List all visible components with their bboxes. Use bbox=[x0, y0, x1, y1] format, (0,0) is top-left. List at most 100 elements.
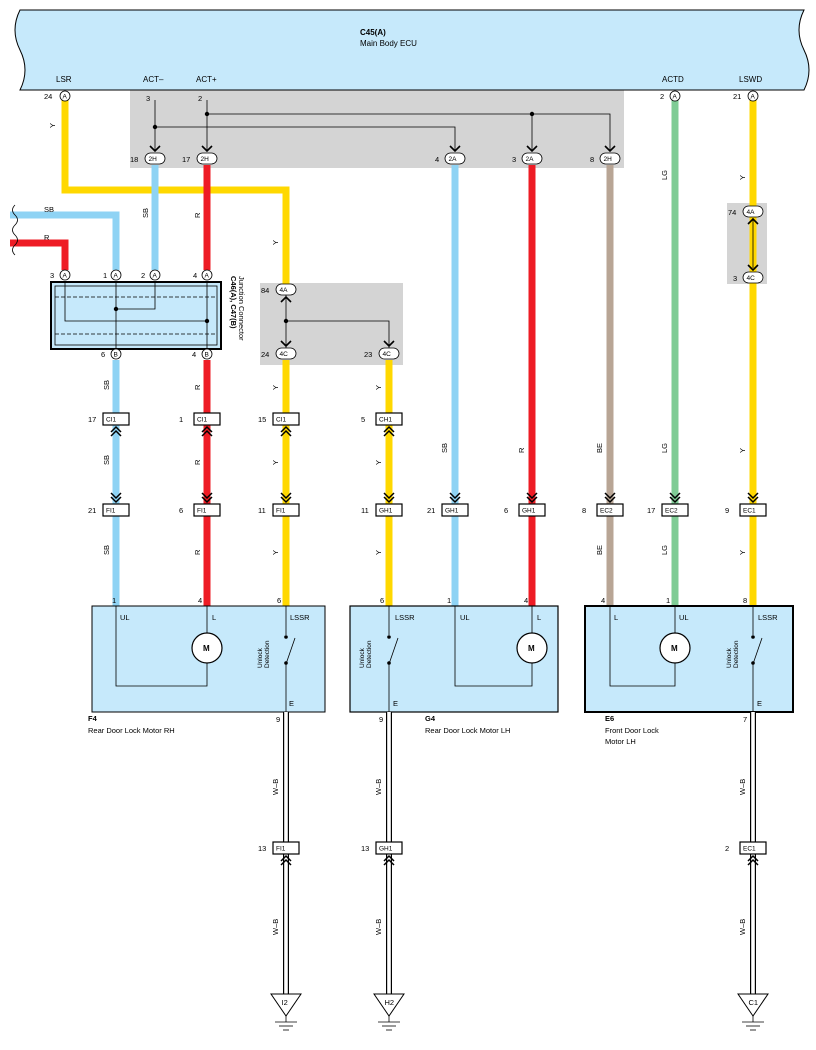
inline-connector-code: CI1 bbox=[106, 417, 117, 424]
ecu-pin-num-act-minus: 3 bbox=[146, 94, 150, 103]
wire-label-sb: SB bbox=[102, 455, 111, 465]
connector-2a-4: 2A 4 bbox=[435, 145, 466, 165]
svg-text:Front Door Lock: Front Door Lock bbox=[605, 726, 659, 735]
ecu-pin-num-lswd: 21 bbox=[733, 92, 741, 101]
svg-text:A: A bbox=[205, 273, 210, 280]
wire-label-wb: W–B bbox=[271, 779, 280, 795]
ecu-pin-num-lsr: 24 bbox=[44, 92, 52, 101]
inline-connector-num: 8 bbox=[582, 506, 586, 515]
inline-connector-code: CH1 bbox=[379, 417, 392, 424]
svg-text:M: M bbox=[528, 644, 535, 653]
wire-label-sb: SB bbox=[44, 205, 54, 214]
svg-text:4C: 4C bbox=[383, 351, 392, 358]
svg-text:A: A bbox=[63, 273, 68, 280]
svg-text:4A: 4A bbox=[747, 209, 756, 216]
svg-text:2: 2 bbox=[141, 271, 145, 280]
inline-connector-num: 21 bbox=[427, 506, 435, 515]
connector-2h-8: 2H 8 bbox=[590, 145, 621, 165]
inline-connector-code: EC1 bbox=[743, 508, 756, 515]
inline-connector-num: 1 bbox=[179, 415, 183, 424]
inline-connector-code: EC2 bbox=[665, 508, 678, 515]
svg-text:8: 8 bbox=[743, 596, 747, 605]
ecu-pin-conn-actd: A bbox=[673, 94, 678, 101]
wire-label-y: Y bbox=[738, 550, 747, 555]
wire-label-r: R bbox=[193, 549, 202, 555]
inline-connector-code: GH1 bbox=[379, 508, 393, 515]
svg-text:Detection: Detection bbox=[733, 640, 740, 668]
svg-text:3: 3 bbox=[512, 155, 516, 164]
svg-text:UL: UL bbox=[460, 613, 470, 622]
svg-text:B: B bbox=[114, 352, 118, 359]
svg-text:F4: F4 bbox=[88, 714, 98, 723]
svg-text:E: E bbox=[393, 699, 398, 708]
inline-connector-code: GH1 bbox=[522, 508, 536, 515]
svg-text:4: 4 bbox=[192, 350, 196, 359]
svg-text:Detection: Detection bbox=[366, 640, 373, 668]
svg-text:84: 84 bbox=[261, 286, 269, 295]
inline-connector-num: 2 bbox=[725, 844, 729, 853]
svg-text:L: L bbox=[614, 613, 618, 622]
svg-text:LSSR: LSSR bbox=[290, 613, 310, 622]
svg-text:9: 9 bbox=[379, 715, 383, 724]
wire-label-y: Y bbox=[271, 460, 280, 465]
ecu-name: Main Body ECU bbox=[360, 39, 417, 48]
svg-text:G4: G4 bbox=[425, 714, 436, 723]
svg-text:Motor LH: Motor LH bbox=[605, 737, 636, 746]
svg-text:6: 6 bbox=[101, 350, 105, 359]
inline-connector-num: 21 bbox=[88, 506, 96, 515]
ground-c1: C1 bbox=[737, 993, 769, 1031]
ecu-pin-label-act-plus: ACT+ bbox=[196, 75, 217, 84]
inline-connector-num: 5 bbox=[361, 415, 365, 424]
svg-text:4: 4 bbox=[198, 596, 202, 605]
wire-label-wb: W–B bbox=[374, 779, 383, 795]
inline-connector-code: FI1 bbox=[276, 508, 286, 515]
ecu-pin-label-actd: ACTD bbox=[662, 75, 684, 84]
inline-connector-num: 13 bbox=[361, 844, 369, 853]
svg-text:L: L bbox=[537, 613, 541, 622]
svg-text:Unlock: Unlock bbox=[257, 647, 264, 668]
svg-text:3: 3 bbox=[50, 271, 54, 280]
component-f4: 1 4 6 UL L LSSR E M Unlock Detection F4 … bbox=[88, 596, 326, 735]
svg-text:23: 23 bbox=[364, 350, 372, 359]
wire-label-y: Y bbox=[374, 550, 383, 555]
wire-y-lsr bbox=[61, 100, 290, 284]
wire-label-y: Y bbox=[374, 460, 383, 465]
inline-connector-gh1-11: GH1 11 bbox=[361, 492, 403, 517]
inline-connector-num: 13 bbox=[258, 844, 266, 853]
inline-connector-code: FI1 bbox=[106, 508, 116, 515]
inline-connector-num: 17 bbox=[88, 415, 96, 424]
svg-text:Rear Door Lock Motor RH: Rear Door Lock Motor RH bbox=[88, 726, 175, 735]
inline-connector-num: 11 bbox=[361, 506, 369, 515]
wire-label-lg: LG bbox=[660, 170, 669, 180]
ecu-internal-lines bbox=[154, 100, 754, 350]
inline-connector-code: CI1 bbox=[197, 417, 208, 424]
svg-text:2A: 2A bbox=[449, 156, 458, 163]
junction-name: Junction Connector bbox=[237, 276, 246, 341]
wire-label-wb: W–B bbox=[738, 779, 747, 795]
wire-label-r: R bbox=[193, 459, 202, 465]
inline-connector-ch1-5: CH1 5 bbox=[361, 412, 403, 437]
inline-connector-code: CI1 bbox=[276, 417, 287, 424]
ground-label: C1 bbox=[749, 998, 759, 1007]
inline-connector-num: 6 bbox=[179, 506, 183, 515]
svg-text:2A: 2A bbox=[526, 156, 535, 163]
svg-text:A: A bbox=[153, 273, 158, 280]
ecu-pin-circle-lsr bbox=[59, 90, 71, 102]
svg-text:4: 4 bbox=[601, 596, 605, 605]
svg-text:E: E bbox=[289, 699, 294, 708]
wire-label-be: BE bbox=[595, 545, 604, 555]
wire-label-r: R bbox=[193, 212, 202, 218]
svg-text:E: E bbox=[757, 699, 762, 708]
wire-label-wb: W–B bbox=[271, 919, 280, 935]
svg-text:LSSR: LSSR bbox=[758, 613, 778, 622]
wire-label-y: Y bbox=[271, 240, 280, 245]
